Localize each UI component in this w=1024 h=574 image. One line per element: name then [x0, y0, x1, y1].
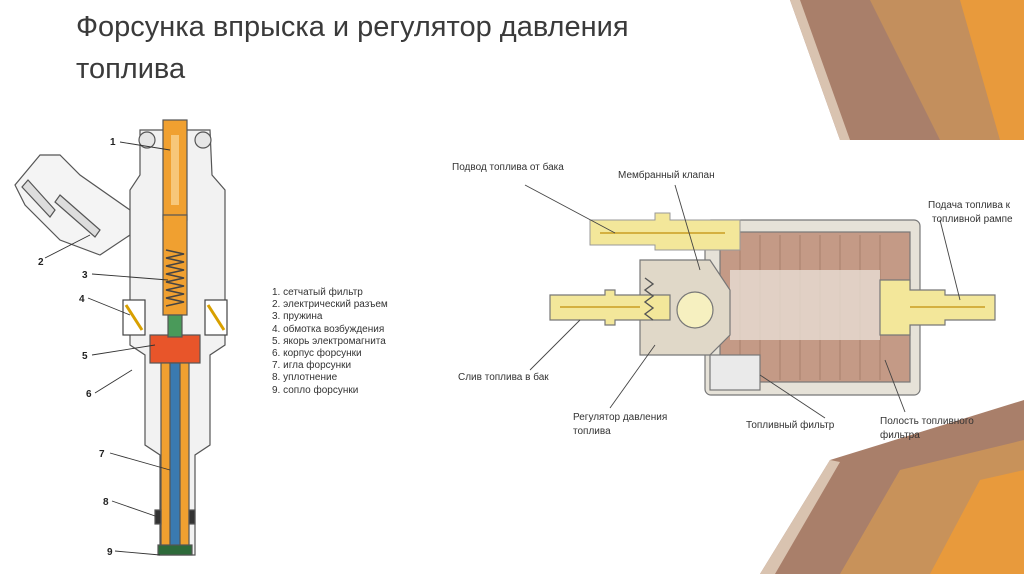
- label-supply-from-tank: Подвод топлива от бака: [452, 161, 564, 173]
- part-number-1: 1: [110, 137, 116, 148]
- regulator-labels: Подвод топлива от бака Мембранный клапан…: [452, 161, 1013, 441]
- label-feed-line2: топливной рампе: [932, 214, 1013, 225]
- slide-title: Форсунка впрыска и регулятор давления то…: [76, 6, 776, 90]
- legend-item: 8. уплотнение: [272, 372, 338, 384]
- legend-item: 1. сетчатый фильтр: [272, 287, 363, 298]
- injector-diagram: 1 2 3 4 5 6 7 8 9: [14, 119, 228, 558]
- inlet-pipe: [589, 212, 741, 251]
- label-fuel-filter: Топливный фильтр: [746, 419, 835, 431]
- label-membrane-valve: Мембранный клапан: [618, 169, 715, 181]
- slide-title-line1: Форсунка впрыска и регулятор давления: [76, 11, 629, 43]
- injector-part-numbers: 1 2 3 4 5 6 7 8 9: [38, 137, 116, 558]
- slide-title-line2: топлива: [76, 53, 186, 85]
- legend-item: 3. пружина: [272, 311, 323, 323]
- label-return-to-tank: Слив топлива в бак: [458, 371, 549, 383]
- part-number-3: 3: [82, 270, 88, 281]
- part-number-9: 9: [107, 547, 113, 558]
- regulator-diagram: Подвод топлива от бака Мембранный клапан…: [452, 161, 1013, 441]
- injector-body: [122, 119, 228, 556]
- part-number-7: 7: [99, 449, 105, 460]
- legend-item: 4. обмотка возбуждения: [272, 323, 385, 335]
- label-cavity-line1: Полость топливного: [880, 416, 974, 427]
- legend-item: 9. сопло форсунки: [272, 384, 359, 396]
- legend-item: 5. якорь электромагнита: [272, 335, 386, 347]
- label-regulator-line1: Регулятор давления: [573, 412, 667, 423]
- legend-item: 2. электрический разъем: [272, 299, 388, 311]
- electric-connector: [14, 154, 131, 256]
- part-number-2: 2: [38, 257, 44, 268]
- label-cavity-line2: фильтра: [880, 429, 920, 441]
- pressure-regulator: [549, 259, 761, 391]
- part-number-6: 6: [86, 389, 92, 400]
- legend-item: 7. игла форсунки: [272, 360, 352, 372]
- legend-item: 6. корпус форсунки: [272, 348, 362, 360]
- part-number-5: 5: [82, 351, 88, 362]
- part-number-4: 4: [79, 294, 85, 305]
- label-feed-line1: Подача топлива к: [928, 200, 1011, 211]
- injector-legend: 1. сетчатый фильтр 2. электрический разъ…: [272, 287, 388, 397]
- label-regulator-line2: топлива: [573, 426, 611, 437]
- fuel-filter-housing: [704, 219, 996, 396]
- part-number-8: 8: [103, 497, 109, 508]
